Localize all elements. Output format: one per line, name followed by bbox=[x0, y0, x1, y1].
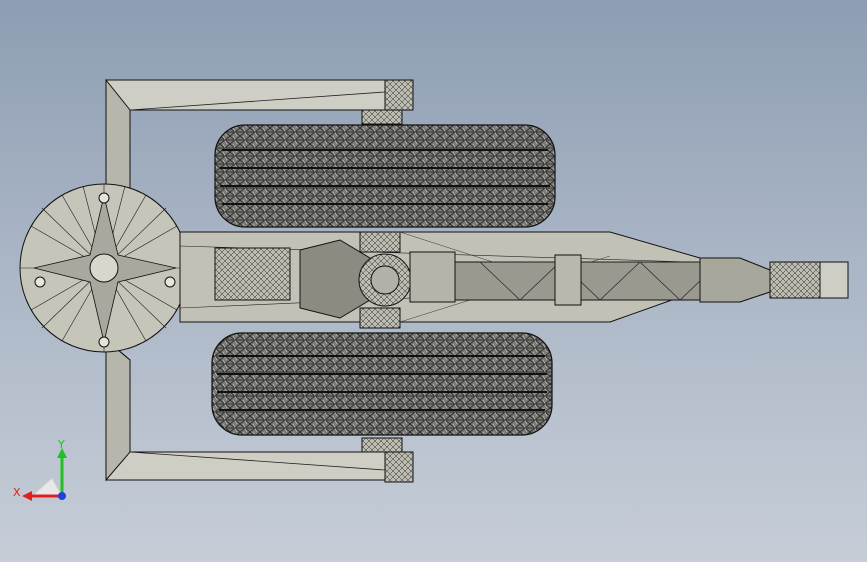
center-joint bbox=[214, 231, 456, 329]
upper-tire bbox=[214, 124, 556, 228]
strut-hub bbox=[19, 183, 189, 353]
z-axis-dot bbox=[58, 492, 66, 500]
coordinate-triad: X Y bbox=[13, 438, 67, 501]
yoke-frame bbox=[105, 78, 414, 483]
y-axis-label: Y bbox=[57, 438, 65, 451]
x-axis-label: X bbox=[13, 486, 21, 499]
lower-tire bbox=[211, 332, 553, 436]
actuator bbox=[454, 254, 849, 306]
